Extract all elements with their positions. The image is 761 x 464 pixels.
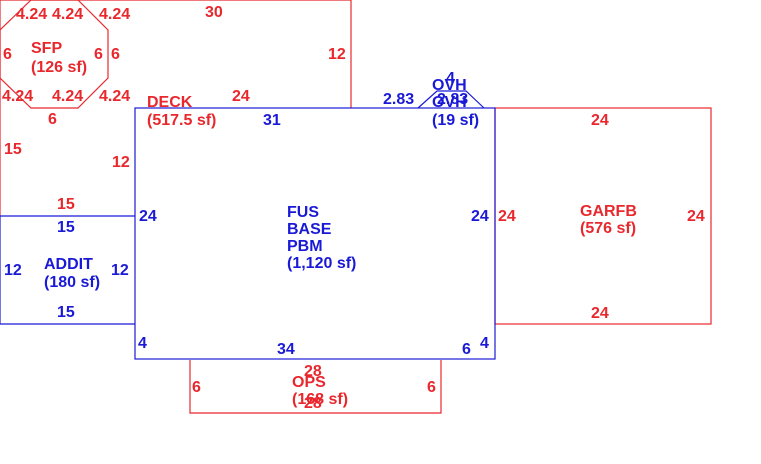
fus-dim: 31 — [263, 112, 281, 129]
addit-dim: 15 — [57, 304, 75, 321]
deck-code: DECK — [147, 94, 193, 111]
fus-dim: 4 — [480, 335, 489, 352]
deck-dim: 15 — [57, 196, 75, 213]
sfp-code: SFP — [31, 40, 62, 57]
sfp-area: (126 sf) — [31, 59, 87, 76]
garfb-dim: 24 — [591, 112, 609, 129]
addit-area: (180 sf) — [44, 274, 100, 291]
sfp-dim: 4.24 — [52, 88, 83, 105]
sfp-dim: 6 — [3, 46, 12, 63]
deck-dim: 12 — [328, 46, 346, 63]
deck-dim: 15 — [4, 141, 22, 158]
ops-dim: 28 — [304, 363, 322, 380]
ovh-dim: 4 — [446, 70, 455, 87]
fus-dim: 6 — [462, 341, 471, 358]
fus-line2: BASE — [287, 221, 332, 238]
fus-dim: 24 — [471, 208, 489, 225]
garfb-area: (576 sf) — [580, 220, 636, 237]
fus-line3: PBM — [287, 238, 323, 255]
garfb-dim: 24 — [687, 208, 705, 225]
ops-dim: 6 — [192, 379, 201, 396]
fus-dim: 4 — [138, 335, 147, 352]
fus-line1: FUS — [287, 204, 319, 221]
ops-dim: 6 — [427, 379, 436, 396]
ovh-outline — [417, 90, 485, 109]
ovh-area: (19 sf) — [432, 112, 479, 129]
addit-outline — [0, 215, 135, 325]
addit-code: ADDIT — [44, 256, 93, 273]
sfp-octagon — [0, 0, 109, 109]
addit-dim: 15 — [57, 219, 75, 236]
fus-area: (1,120 sf) — [287, 255, 356, 272]
sfp-dim: 6 — [111, 46, 120, 63]
sfp-dim: 4.24 — [99, 6, 130, 23]
garfb-dim: 24 — [498, 208, 516, 225]
sfp-dim: 4.24 — [99, 88, 130, 105]
ops-area: (168 sf) — [292, 391, 348, 408]
deck-dim: 30 — [205, 4, 223, 21]
deck-outline — [0, 0, 352, 108]
sfp-dim: 4.24 — [16, 6, 47, 23]
addit-dim: 12 — [4, 262, 22, 279]
ops-code: OPS — [292, 374, 326, 391]
deck-dim: 24 — [232, 88, 250, 105]
addit-dim: 12 — [111, 262, 129, 279]
fus-dim: 24 — [139, 208, 157, 225]
ovh-dim: 2.83 — [383, 91, 414, 108]
ops-outline — [189, 360, 442, 414]
ovh-code: OVH — [432, 77, 467, 94]
sfp-dim: 4.24 — [2, 88, 33, 105]
deck-dim: 12 — [112, 154, 130, 171]
garfb-code: GARFB — [580, 203, 637, 220]
sfp-dim: 6 — [94, 46, 103, 63]
garfb-dim: 24 — [591, 305, 609, 322]
ovh-dim: 2.83 — [437, 91, 468, 108]
fus-outline — [134, 107, 496, 360]
sfp-dim: 4.24 — [52, 6, 83, 23]
ops-dim: 28 — [304, 395, 322, 412]
deck-area: (517.5 sf) — [147, 112, 216, 129]
fus-dim: 34 — [277, 341, 295, 358]
sfp-dim: 6 — [48, 111, 57, 128]
ovh-code-overlap: OVH — [432, 94, 467, 111]
